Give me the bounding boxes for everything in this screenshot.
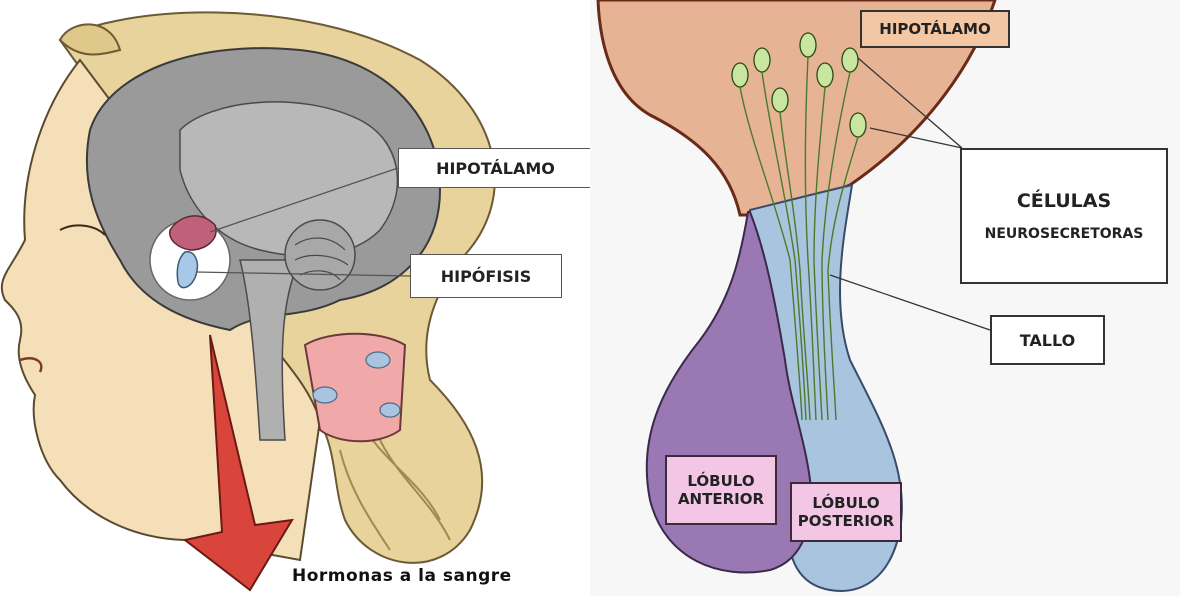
label-hypothalamus-left: HIPOTÁLAMO	[398, 148, 593, 188]
label-cells-sub: NEUROSECRETORAS	[985, 226, 1144, 242]
label-hypothalamus-right: HIPOTÁLAMO	[860, 10, 1010, 48]
head-illustration-panel: HIPOTÁLAMO HIPÓFISIS Hormonas a la sangr…	[0, 0, 585, 596]
label-cells-title: CÉLULAS	[1017, 190, 1111, 212]
label-pituitary: HIPÓFISIS	[410, 254, 562, 298]
caption-hormones: Hormonas a la sangre	[292, 566, 512, 586]
head-drawing	[0, 0, 585, 596]
label-stalk: TALLO	[990, 315, 1105, 365]
label-neurosecretory-cells: CÉLULAS NEUROSECRETORAS	[960, 148, 1168, 284]
label-anterior-lobe: LÓBULO ANTERIOR	[665, 455, 777, 525]
label-posterior-lobe: LÓBULO POSTERIOR	[790, 482, 902, 542]
pituitary-diagram-panel: HIPOTÁLAMO CÉLULAS NEUROSECRETORAS TALLO…	[590, 0, 1180, 596]
